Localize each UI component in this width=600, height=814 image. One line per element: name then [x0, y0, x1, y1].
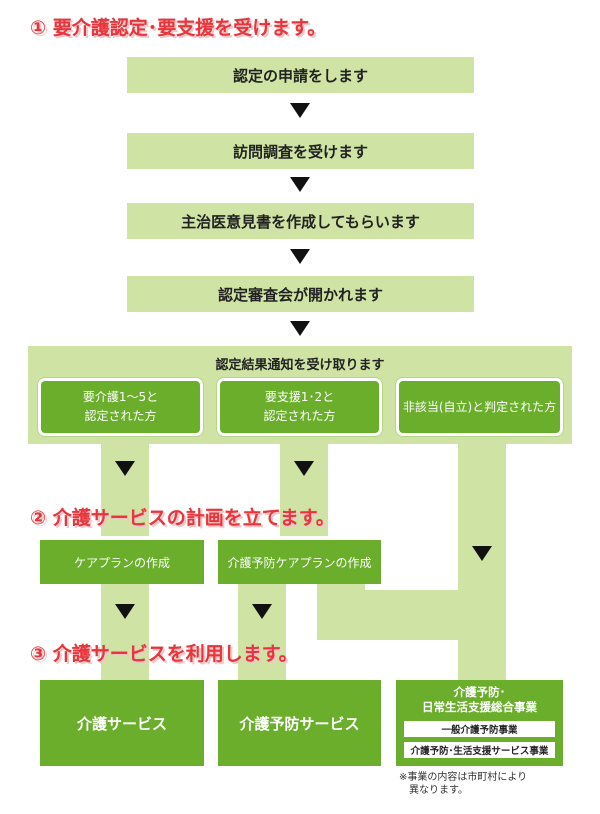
general-title-line2: 日常生活支援総合事業: [422, 700, 537, 714]
arrow-down-icon: [115, 461, 135, 476]
general-item-1: 一般介護予防事業: [404, 721, 555, 737]
result-card-support-line1: 要支援1･2と: [264, 390, 335, 404]
result-card-independent: 非該当(自立)と判定された方: [396, 378, 563, 436]
connector-support: [280, 444, 328, 536]
arrow-down-icon: [290, 177, 310, 192]
footnote-line1: ※事業の内容は市町村により: [399, 772, 528, 783]
arrow-down-icon: [290, 249, 310, 264]
result-card-care-line1: 要介護1～5と: [82, 390, 159, 404]
step-doctor-opinion: 主治医意見書を作成してもらいます: [127, 203, 474, 239]
result-title: 認定結果通知を受け取ります: [215, 358, 385, 373]
arrow-down-icon: [290, 103, 310, 118]
service-box-care: 介護サービス: [40, 680, 204, 766]
connector-independent: [458, 444, 506, 680]
connector-care: [101, 444, 149, 536]
result-card-care-line2: 認定された方: [84, 409, 157, 423]
connector-care-plan: [101, 583, 149, 680]
section-title-2: ② 介護サービスの計画を立てます。: [30, 507, 335, 529]
general-title-line1: 介護予防･: [453, 685, 506, 699]
section-title-3: ③ 介護サービスを利用します。: [30, 643, 298, 665]
service-box-general: 介護予防･ 日常生活支援総合事業 一般介護予防事業 介護予防･生活支援サービス事…: [396, 680, 563, 766]
general-item-2: 介護予防･生活支援サービス事業: [404, 742, 555, 758]
plan-box-care: ケアプランの作成: [40, 540, 204, 584]
plan-box-prevention: 介護予防ケアプランの作成: [218, 540, 381, 584]
arrow-down-icon: [252, 604, 272, 619]
arrow-down-icon: [472, 546, 492, 561]
section-title-1: ① 要介護認定･要支援を受けます。: [30, 17, 327, 39]
footnote-line2: 異なります。: [409, 785, 468, 796]
arrow-down-icon: [294, 461, 314, 476]
arrow-down-icon: [115, 604, 135, 619]
result-card-support-line2: 認定された方: [263, 409, 336, 423]
connector-prevention-plan: [238, 583, 286, 680]
arrow-down-icon: [290, 321, 310, 336]
connector-plan-drop: [317, 583, 365, 613]
result-card-support: 要支援1･2と認定された方: [217, 378, 382, 436]
step-visit-survey: 訪問調査を受けます: [127, 133, 474, 169]
step-application: 認定の申請をします: [127, 57, 474, 93]
result-card-care: 要介護1～5と認定された方: [38, 378, 203, 436]
step-review-committee: 認定審査会が開かれます: [127, 276, 474, 312]
service-box-prevention: 介護予防サービス: [218, 680, 381, 766]
footnote: ※事業の内容は市町村により 異なります。: [399, 771, 527, 797]
result-card-independent-label: 非該当(自立)と判定された方: [402, 399, 557, 414]
